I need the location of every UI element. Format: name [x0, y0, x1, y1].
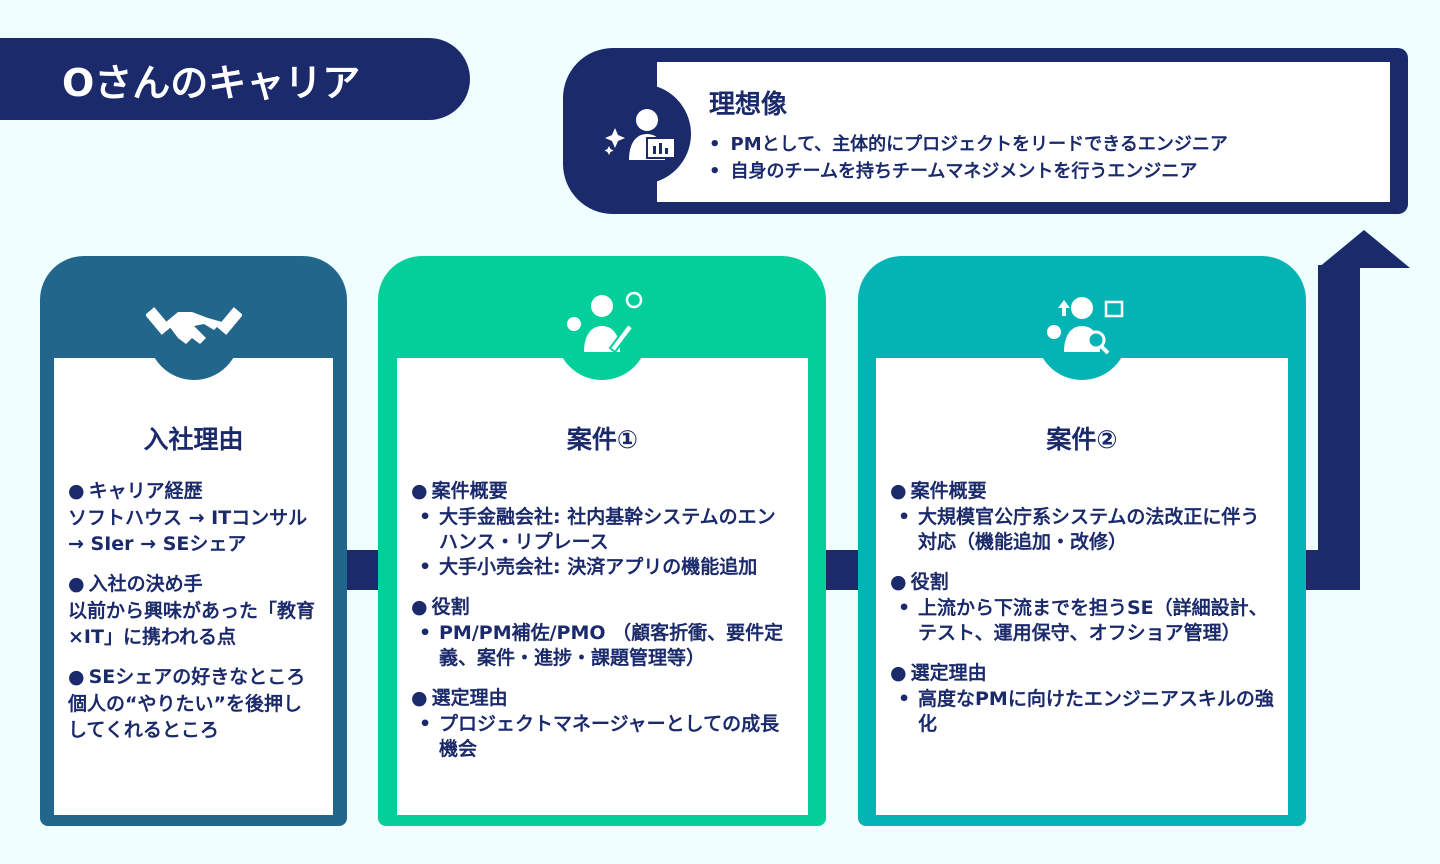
connector-line — [820, 550, 865, 590]
page-title: Oさんのキャリア — [0, 38, 470, 120]
card-project-2: 案件② 案件概要大規模官公庁系システムの法改正に伴う対応（機能追加・改修） 役割… — [858, 256, 1306, 826]
section-item: PM/PM補佐/PMO （顧客折衝、要件定義、案件・進捗・課題管理等） — [419, 621, 794, 671]
engineer-search-icon — [1047, 297, 1124, 355]
section-text: 個人の“やりたい”を後押ししてくれるところ — [68, 693, 302, 741]
section-item: 高度なPMに向けたエンジニアスキルの強化 — [898, 687, 1274, 737]
section-text: 以前から興味があった「教育×IT」に携われる点 — [68, 600, 316, 648]
section-heading: 案件概要 — [890, 478, 1274, 505]
section-heading: キャリア経歴 — [68, 478, 319, 505]
engineer-tools-icon — [567, 291, 643, 354]
ideal-item: 自身のチームを持ちチームマネジメントを行うエンジニア — [709, 158, 1390, 185]
section-heading: 役割 — [890, 569, 1274, 596]
section-item: プロジェクトマネージャーとしての成長機会 — [419, 712, 794, 762]
section-heading: 選定理由 — [890, 660, 1274, 687]
ideal-item: PMとして、主体的にプロジェクトをリードできるエンジニア — [709, 131, 1390, 158]
section-item: 上流から下流までを担うSE（詳細設計、テスト、運用保守、オフショア管理） — [898, 596, 1274, 646]
section-item: 大手金融会社: 社内基幹システムのエンハンス・リプレース — [419, 505, 794, 555]
section-heading: SEシェアの好きなところ — [68, 664, 319, 691]
connector-line — [340, 550, 385, 590]
section-heading: 役割 — [411, 594, 794, 621]
engineer-laptop-icon — [604, 109, 676, 160]
section-item: 大規模官公庁系システムの法改正に伴う対応（機能追加・改修） — [898, 505, 1274, 555]
ideal-title: 理想像 — [709, 90, 788, 120]
handshake-icon — [145, 307, 242, 344]
card-project-1: 案件① 案件概要大手金融会社: 社内基幹システムのエンハンス・リプレース大手小売… — [378, 256, 826, 826]
section-heading: 選定理由 — [411, 685, 794, 712]
ideal-list: PMとして、主体的にプロジェクトをリードできるエンジニア 自身のチームを持ちチー… — [709, 131, 1390, 185]
section-heading: 案件概要 — [411, 478, 794, 505]
section-item: 大手小売会社: 決済アプリの機能追加 — [419, 555, 794, 580]
card-title: 案件① — [566, 425, 639, 454]
arrow-up-icon — [1318, 230, 1410, 268]
ideal-box: 理想像 PMとして、主体的にプロジェクトをリードできるエンジニア 自身のチームを… — [563, 48, 1408, 214]
section-heading: 入社の決め手 — [68, 571, 319, 598]
card-title: 入社理由 — [143, 425, 244, 454]
section-text: ソフトハウス → ITコンサル → SIer → SEシェア — [68, 507, 308, 555]
growth-arrow-shaft — [1318, 265, 1360, 590]
card-title: 案件② — [1046, 425, 1118, 454]
